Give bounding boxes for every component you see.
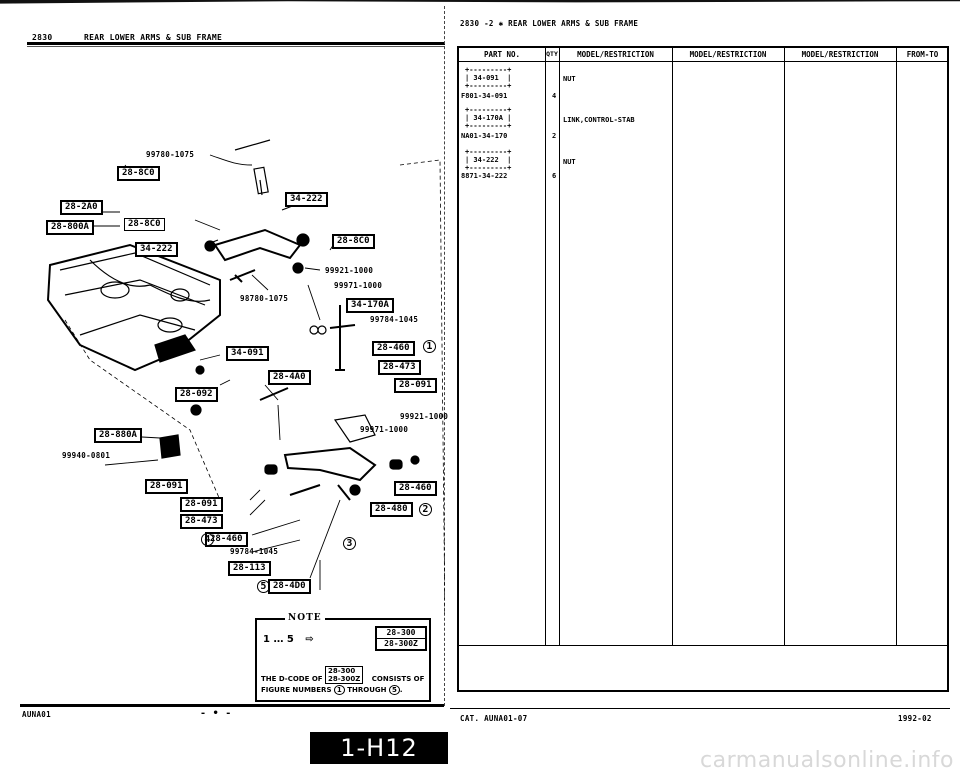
code-label: 28-4D0	[268, 579, 311, 594]
footer-rule	[20, 704, 444, 707]
code-label: 28-460	[394, 481, 437, 496]
code-label: 28-091	[145, 479, 188, 494]
code-label: 34-222	[135, 242, 178, 257]
catalog-date: 1992-02	[898, 714, 932, 723]
figure-number: 5	[257, 580, 270, 593]
figure-number: 2	[419, 503, 432, 516]
part-number-label: 99971-1000	[334, 281, 383, 290]
code-label: 28-4A0	[268, 370, 311, 385]
col-header: MODEL/RESTRICTION	[577, 50, 654, 59]
col-header: MODEL/RESTRICTION	[689, 50, 767, 59]
code-label: 34-091	[226, 346, 269, 361]
dcode-box: +---------+ | 34-170A | +---------+	[465, 106, 512, 130]
col-header: FROM-TO	[906, 50, 939, 59]
code-label: 28-2A0	[60, 200, 103, 215]
note-box: NOTE 1 … 5 ⇨ 28-300 28-300Z THE D-CODE O…	[255, 613, 431, 702]
part-number-label: 99780-1075	[146, 150, 195, 159]
code-label: 28-473	[378, 360, 421, 375]
exploded-parts-diagram	[46, 139, 445, 615]
code-label: 28-8C0	[332, 234, 375, 249]
header-rule-thin	[27, 46, 445, 47]
part-number-label: 99921-1000	[325, 266, 374, 275]
header-rule	[27, 42, 445, 45]
left-page-title: REAR LOWER ARMS & SUB FRAME	[84, 33, 223, 42]
part-number: NA01-34-170	[461, 132, 508, 140]
catalog-number: CAT. AUNA01-07	[460, 714, 528, 723]
arrow-icon: ⇨	[305, 634, 314, 645]
code-label: 28-8C0	[117, 166, 160, 181]
note-text: THROUGH	[347, 686, 387, 694]
code-label: 34-222	[285, 192, 328, 207]
note-text: CONSISTS OF	[371, 675, 425, 683]
footer-dashes: - • -	[200, 708, 232, 719]
description: LINK,CONTROL-STAB	[563, 116, 635, 124]
code-label: 28-091	[180, 497, 223, 512]
code-label: 28-113	[228, 561, 271, 576]
code-label: 28-8C0	[124, 218, 165, 231]
note-text: FIGURE NUMBERS	[261, 686, 332, 694]
subframe-outline	[46, 243, 221, 372]
figure-range: 1 … 5	[263, 634, 294, 645]
watermark-text: carmanualsonline.info	[700, 748, 954, 773]
note-title: NOTE	[285, 613, 325, 623]
rear-mount	[159, 434, 181, 459]
stab-link	[335, 305, 345, 371]
figure-number: 4	[201, 533, 214, 546]
code-label: 28-091	[394, 378, 437, 393]
dcode-box: +---------+ | 34-222 | +---------+	[465, 148, 512, 172]
code-label: 28-460	[205, 532, 248, 547]
part-number-label: 98780-1075	[240, 294, 289, 303]
code-label: 28-480	[370, 502, 413, 517]
col-header: QTY	[546, 50, 558, 58]
quantity: 6	[552, 172, 557, 180]
page-divider	[444, 6, 446, 706]
right-page-title: 2830 -2 ✱ REAR LOWER ARMS & SUB FRAME	[460, 19, 639, 28]
note-code: 28-300	[386, 628, 416, 637]
lower-arm-upper	[213, 228, 302, 262]
part-number-label: 99784-1045	[230, 547, 279, 556]
code-label: 28-880A	[94, 428, 142, 443]
col-header: PART NO.	[483, 50, 521, 59]
part-number: F801-34-091	[461, 92, 508, 100]
lower-arm-lower	[283, 446, 377, 482]
scan-edge	[0, 0, 960, 4]
footer-left-code: AUNA01	[22, 710, 51, 719]
code-label: 34-170A	[346, 298, 394, 313]
part-number: 8871-34-222	[461, 172, 508, 180]
note-code-box: 28-300 28-300Z	[375, 626, 427, 651]
code-label: 28-460	[372, 341, 415, 356]
page-badge: 1-H12	[310, 732, 448, 764]
left-page-code: 2830	[32, 33, 53, 42]
note-from: 1	[333, 685, 345, 695]
figure-number: 1	[423, 340, 436, 353]
part-number-label: 99921-1000	[400, 412, 449, 421]
part-number-label: 99940-0801	[62, 451, 111, 460]
footer-rule-right	[450, 708, 950, 709]
part-number-label: 99971-1000	[360, 425, 409, 434]
col-header: MODEL/RESTRICTION	[801, 50, 879, 59]
quantity: 2	[552, 132, 557, 140]
dcode-box: +---------+ | 34-091 | +---------+	[465, 66, 512, 90]
note-to: 5	[388, 685, 400, 695]
code-label: 28-473	[180, 514, 223, 529]
parts-table: PART NO. QTY MODEL/RESTRICTION MODEL/RES…	[457, 46, 949, 692]
note-text: THE D-CODE OF	[261, 675, 323, 683]
figure-number: 3	[343, 537, 356, 550]
description: NUT	[563, 158, 576, 166]
part-number-label: 99784-1045	[370, 315, 419, 324]
description: NUT	[563, 75, 576, 83]
code-label: 28-092	[175, 387, 218, 402]
note-code: 28-300Z	[377, 638, 425, 649]
code-label: 28-800A	[46, 220, 94, 235]
quantity: 4	[552, 92, 557, 100]
